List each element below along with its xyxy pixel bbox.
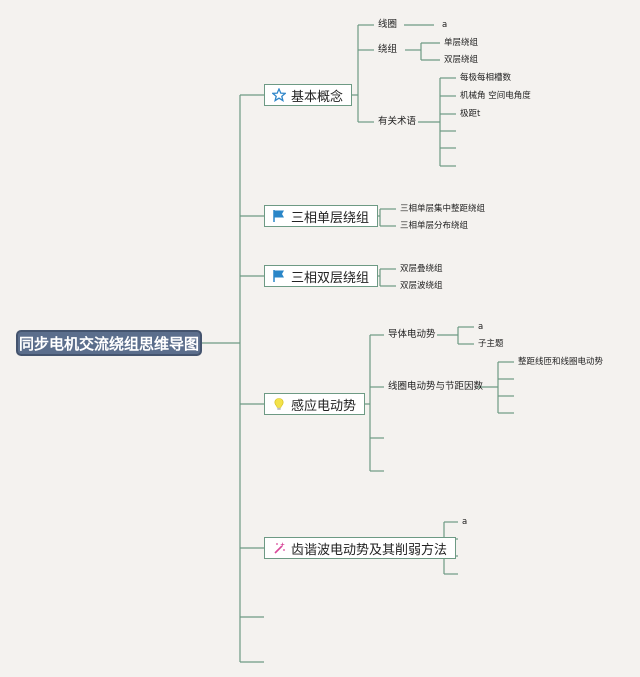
subtopic-pole-pitch[interactable]: 极距t — [460, 109, 481, 119]
root-topic[interactable]: 同步电机交流绕组思维导图 — [16, 330, 202, 356]
subtopic-wave-winding[interactable]: 双层波绕组 — [400, 281, 443, 291]
subtopic-mechanical-electrical-angle[interactable]: 机械角 空间电角度 — [460, 91, 531, 101]
topic-three-phase-double-layer[interactable]: 三相双层绕组 — [264, 265, 379, 287]
topic-label: 三相单层绕组 — [291, 210, 370, 226]
subtopic-double-layer-winding[interactable]: 双层绕组 — [444, 55, 479, 65]
topic-label: 基本概念 — [291, 89, 344, 105]
subtopic-terminology[interactable]: 有关术语 — [378, 116, 417, 127]
topic-three-phase-single-layer[interactable]: 三相单层绕组 — [264, 205, 379, 227]
subtopic-full-pitch-turn-emf[interactable]: 整距线匝和线圈电动势 — [518, 357, 604, 367]
subtopic-lap-winding[interactable]: 双层叠绕组 — [400, 264, 443, 274]
topic-induced-emf[interactable]: 感应电动势 — [264, 393, 366, 415]
magic-wand-icon — [274, 542, 285, 554]
subtopic-tooth-harmonic-a[interactable]: a — [462, 517, 468, 527]
lightbulb-icon — [274, 398, 284, 410]
subtopic-slots-per-pole-phase[interactable]: 每极每相槽数 — [460, 73, 512, 83]
subtopic-coil-a[interactable]: a — [442, 20, 448, 30]
subtopic-single-layer-winding[interactable]: 单层绕组 — [444, 38, 479, 48]
subtopic-coil[interactable]: 线圈 — [378, 19, 398, 30]
flag-icon — [273, 270, 284, 282]
subtopic-conductor-emf[interactable]: 导体电动势 — [388, 329, 436, 340]
topic-label: 齿谐波电动势及其削弱方法 — [291, 542, 448, 558]
flag-icon — [273, 210, 284, 222]
subtopic-winding[interactable]: 绕组 — [378, 44, 398, 55]
topic-tooth-harmonic-emf[interactable]: 齿谐波电动势及其削弱方法 — [264, 537, 457, 559]
topic-label: 感应电动势 — [291, 398, 357, 414]
subtopic-distributed-winding[interactable]: 三相单层分布绕组 — [400, 221, 469, 231]
topic-basic-concepts[interactable]: 基本概念 — [264, 84, 353, 106]
subtopic-sub-topic[interactable]: 子主题 — [478, 339, 504, 349]
subtopic-coil-emf-pitch-factor[interactable]: 线圈电动势与节距因数 — [388, 381, 484, 392]
subtopic-concentrated-full-pitch[interactable]: 三相单层集中整距绕组 — [400, 204, 486, 214]
subtopic-conductor-emf-a[interactable]: a — [478, 322, 484, 332]
star-icon — [272, 88, 286, 102]
topic-label: 三相双层绕组 — [291, 270, 370, 286]
